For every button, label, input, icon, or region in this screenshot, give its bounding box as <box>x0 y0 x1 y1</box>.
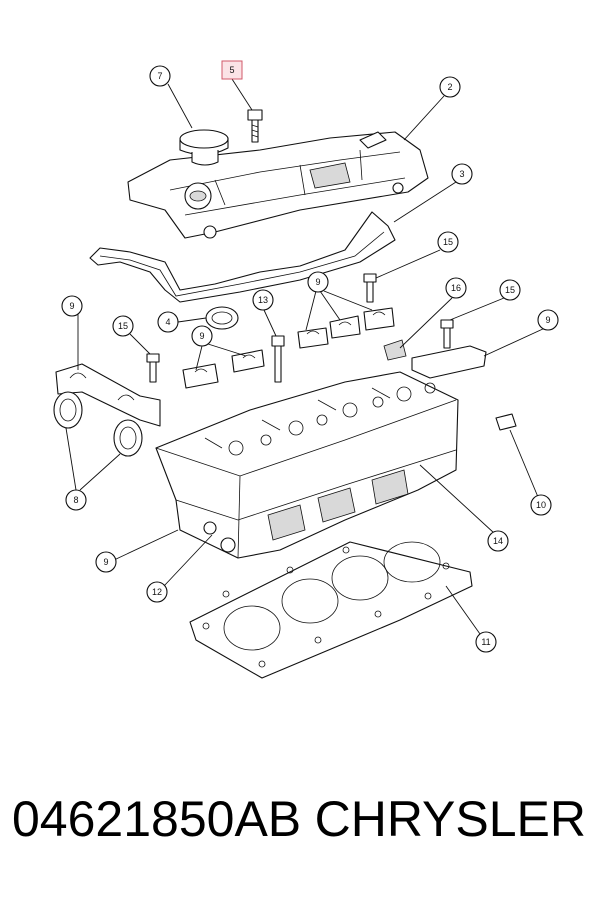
thrust-plate-16 <box>383 339 407 361</box>
callout-label: 16 <box>451 283 461 293</box>
callout-9-caps[interactable]: 9 <box>307 271 329 293</box>
callout-4[interactable]: 4 <box>157 311 179 333</box>
camshaft-seals-8 <box>53 391 143 457</box>
callout-9-right[interactable]: 9 <box>537 309 559 331</box>
callout-label: 15 <box>118 321 128 331</box>
callout-label: 9 <box>103 557 108 567</box>
callout-label: 14 <box>493 536 503 546</box>
long-bolt-13 <box>271 335 285 383</box>
callout-label: 9 <box>69 301 74 311</box>
callout-15-right[interactable]: 15 <box>499 279 521 301</box>
sensor-10 <box>495 413 517 431</box>
tube-seal <box>205 306 239 330</box>
valve-cover-bolt <box>247 109 263 143</box>
callout-label: 2 <box>447 82 452 92</box>
callout-label: 9 <box>315 277 320 287</box>
callout-8[interactable]: 8 <box>65 489 87 511</box>
callout-label: 9 <box>199 331 204 341</box>
callout-label: 12 <box>152 587 162 597</box>
cylinder-head <box>155 371 459 559</box>
bearing-caps <box>182 307 395 389</box>
bolt-15-upper <box>363 273 377 303</box>
oil-filler-cap <box>179 129 229 166</box>
callout-label: 15 <box>505 285 515 295</box>
callout-label: 13 <box>258 295 268 305</box>
callout-3[interactable]: 3 <box>451 163 473 185</box>
callout-2[interactable]: 2 <box>439 76 461 98</box>
callout-15-left[interactable]: 15 <box>112 315 134 337</box>
callout-label: 9 <box>545 315 550 325</box>
end-cap-right <box>411 345 487 379</box>
part-number: 04621850AB <box>12 791 302 847</box>
callout-9-left[interactable]: 9 <box>61 295 83 317</box>
caption-bar: 04621850AB CHRYSLER <box>0 790 600 880</box>
callout-11[interactable]: 11 <box>475 631 497 653</box>
valve-cover-gasket <box>89 211 396 303</box>
bolt-15-right <box>440 319 454 349</box>
callout-label: 3 <box>459 169 464 179</box>
head-gasket <box>189 541 473 679</box>
callout-9-mid[interactable]: 9 <box>191 325 213 347</box>
callout-7[interactable]: 7 <box>149 65 171 87</box>
callout-label: 4 <box>165 317 170 327</box>
callout-label: 10 <box>536 500 546 510</box>
callout-label: 5 <box>229 65 234 75</box>
callout-label: 7 <box>157 71 162 81</box>
engine-cylinder-head-diagram: 5 7 2 3 15 9 16 15 9 9 15 4 <box>53 60 559 679</box>
callout-13[interactable]: 13 <box>252 289 274 311</box>
bolt-15-left <box>146 353 160 383</box>
callout-9-bottom[interactable]: 9 <box>95 551 117 573</box>
brand-name: CHRYSLER <box>314 791 586 847</box>
callout-15-top[interactable]: 15 <box>437 231 459 253</box>
callout-5-highlighted[interactable]: 5 <box>221 60 243 80</box>
callout-label: 15 <box>443 237 453 247</box>
callout-label: 8 <box>73 495 78 505</box>
callout-12[interactable]: 12 <box>146 581 168 603</box>
callout-10[interactable]: 10 <box>530 494 552 516</box>
callout-label: 11 <box>481 637 490 647</box>
callout-14[interactable]: 14 <box>487 530 509 552</box>
callout-16[interactable]: 16 <box>445 277 467 299</box>
leader-lines <box>65 78 546 635</box>
